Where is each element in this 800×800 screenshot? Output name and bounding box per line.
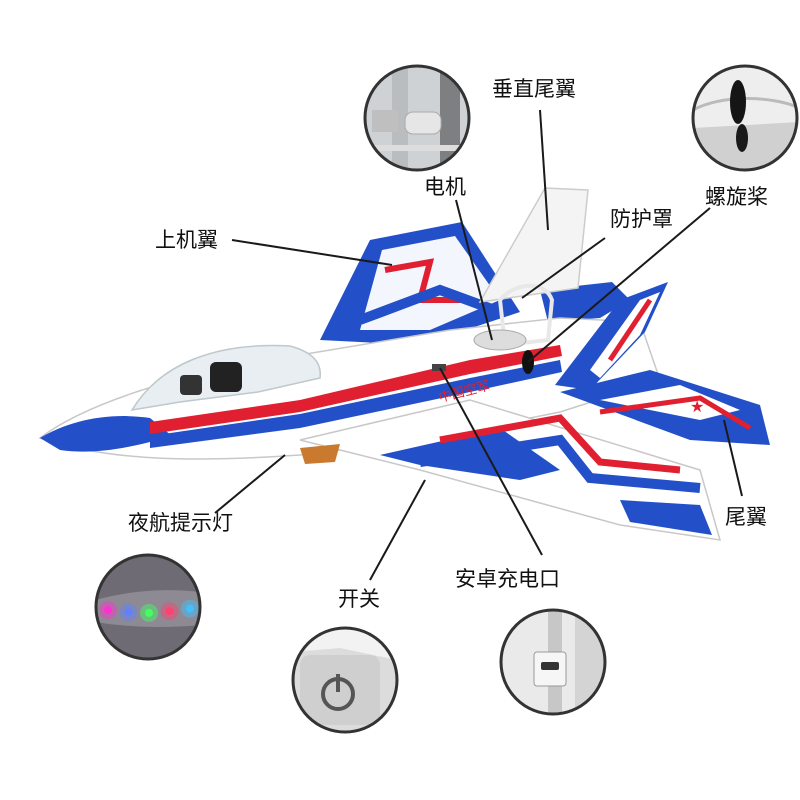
pilot-seat (210, 362, 242, 392)
inset-nav-light (94, 553, 202, 661)
airplane: 中国空军 ★ (38, 187, 770, 541)
leader-guard (521, 237, 606, 299)
leader-tail-wing (723, 419, 743, 497)
usb-port-icon (541, 662, 559, 670)
label-motor: 电机 (424, 175, 466, 199)
nav-led (124, 608, 133, 617)
label-propeller: 螺旋桨 (705, 185, 768, 209)
label-tail-wing: 尾翼 (725, 505, 767, 529)
leader-switch (369, 479, 426, 581)
motor (473, 329, 527, 351)
nav-led (145, 608, 153, 617)
inset-switch (291, 626, 399, 734)
inset-propeller (691, 64, 799, 172)
label-guard: 防护罩 (610, 207, 673, 231)
nav-led (104, 606, 112, 614)
inset-motor (363, 64, 471, 172)
nav-led (165, 607, 174, 616)
label-upper-wing: 上机翼 (155, 228, 218, 252)
nav-led (186, 604, 194, 613)
rear-tail-far (540, 282, 630, 322)
nav-light-housing (300, 444, 340, 464)
svg-text:★: ★ (690, 397, 704, 416)
label-android-port: 安卓充电口 (455, 567, 560, 591)
leader-propeller (527, 207, 711, 363)
label-switch: 开关 (338, 587, 380, 611)
label-vertical-tail: 垂直尾翼 (492, 77, 576, 101)
leader-upper-wing (231, 239, 393, 266)
leader-motor (455, 199, 493, 341)
nav-led-strip (99, 599, 199, 622)
leader-lines (214, 109, 743, 581)
label-nav-light: 夜航提示灯 (128, 511, 233, 535)
leader-nav-light (214, 454, 286, 514)
leader-android-port (439, 367, 543, 556)
charge-port (432, 364, 446, 371)
inset-charge-port (499, 608, 607, 716)
leader-vertical-tail (539, 109, 549, 231)
